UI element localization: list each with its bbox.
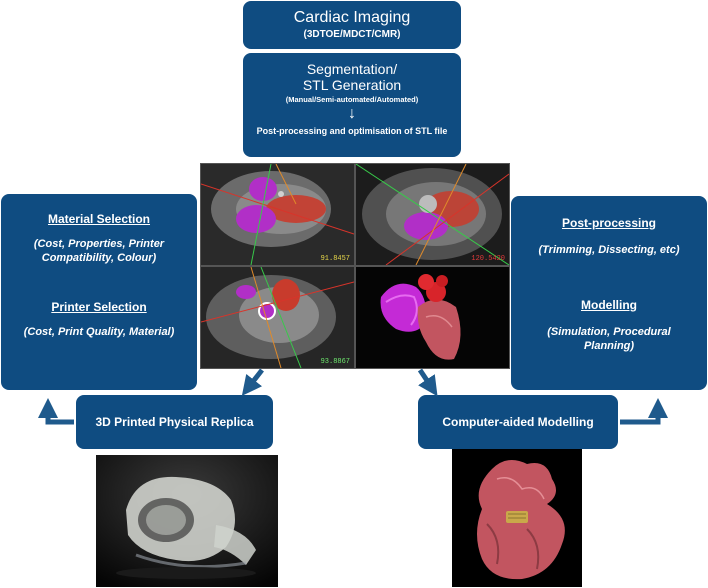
modelling-detail-line2: Planning) — [583, 340, 635, 352]
arrow-to-computer-modelling — [417, 368, 438, 397]
printer-selection-detail: (Cost, Print Quality, Material) — [23, 326, 175, 338]
ct-coronal-image — [201, 267, 354, 368]
segmentation-title-line2: STL Generation — [302, 77, 402, 93]
printed-replica-label: 3D Printed Physical Replica — [95, 415, 254, 429]
ct-panel-sagittal: 91.8457 — [201, 164, 354, 265]
material-printer-selection-box: Material Selection (Cost, Properties, Pr… — [1, 194, 197, 390]
printed-replica-box: 3D Printed Physical Replica — [76, 395, 273, 449]
modelling-detail-line1: (Simulation, Procedural — [547, 326, 671, 338]
ct-axial-image — [356, 164, 509, 265]
arrow-replica-to-material-box — [38, 398, 74, 425]
ct-imaging-grid: 91.8457 120.5420 93.8867 — [200, 163, 510, 369]
cardiac-imaging-subtitle: (3DTOE/MDCT/CMR) — [303, 29, 401, 40]
ct-readout-2: 120.5420 — [471, 255, 505, 263]
computer-modelling-box: Computer-aided Modelling — [418, 395, 618, 449]
postprocess-stl-text: Post-processing and optimisation of STL … — [256, 126, 448, 136]
post-processing-heading: Post-processing — [561, 216, 657, 230]
cardiac-imaging-title: Cardiac Imaging — [293, 9, 411, 26]
down-arrow-icon: ↓ — [348, 105, 356, 122]
ct-readout-1: 91.8457 — [320, 255, 350, 263]
material-selection-detail-line2: Compatibility, Colour) — [41, 252, 157, 264]
material-selection-detail-line1: (Cost, Properties, Printer — [33, 238, 165, 250]
post-processing-detail: (Trimming, Dissecting, etc) — [538, 244, 680, 256]
arrow-to-printed-replica — [241, 368, 264, 396]
postprocessing-modelling-box: Post-processing (Trimming, Dissecting, e… — [511, 196, 707, 390]
computer-modelling-label: Computer-aided Modelling — [442, 415, 594, 429]
heart-3d-render — [356, 267, 509, 368]
segmentation-box: Segmentation/ STL Generation (Manual/Sem… — [243, 53, 461, 157]
segmentation-subtitle: (Manual/Semi-automated/Automated) — [285, 95, 419, 104]
computer-model-render — [452, 449, 582, 587]
printed-heart-photo — [96, 455, 278, 587]
computer-heart-model-image — [452, 449, 582, 587]
cardiac-imaging-box: Cardiac Imaging (3DTOE/MDCT/CMR) — [243, 1, 461, 49]
arrow-modelling-to-postprocessing-box — [620, 398, 668, 425]
ct-panel-3d-render — [356, 267, 509, 368]
material-selection-heading: Material Selection — [47, 212, 151, 226]
ct-sagittal-image — [201, 164, 354, 265]
ct-panel-axial: 120.5420 — [356, 164, 509, 265]
ct-panel-coronal: 93.8867 — [201, 267, 354, 368]
segmentation-title-line1: Segmentation/ — [306, 61, 398, 77]
printer-selection-heading: Printer Selection — [51, 300, 147, 314]
ct-readout-3: 93.8867 — [320, 358, 350, 366]
printed-heart-image — [96, 455, 278, 587]
modelling-heading: Modelling — [581, 298, 637, 312]
